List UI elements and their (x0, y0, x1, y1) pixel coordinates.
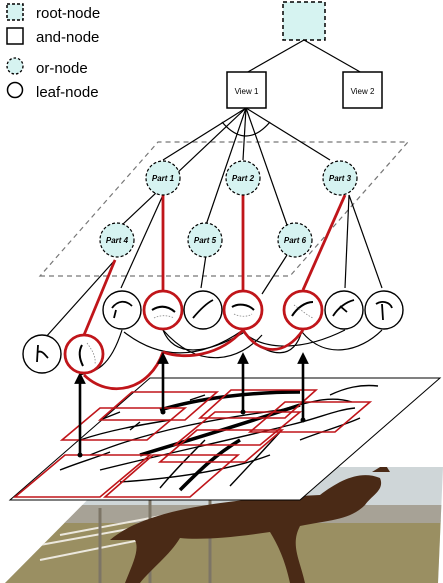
or-node-part-3: Part 3 (322, 160, 358, 196)
part-window (97, 391, 220, 421)
or-node-part-6: Part 6 (277, 222, 313, 258)
leaf-node (364, 290, 404, 330)
leaf-node-selected (282, 289, 324, 331)
grounding-arrows (74, 352, 309, 455)
leaf-node-selected (63, 333, 105, 375)
or-node-part-2: Part 2 (225, 160, 261, 196)
leaf-node (102, 290, 142, 330)
part-window (157, 429, 285, 463)
leaf-node (183, 290, 223, 330)
view-node-2-label: View 2 (351, 87, 375, 96)
legend-leaf-swatch (6, 81, 24, 99)
leaf-nodes (22, 289, 404, 375)
legend-root-swatch (6, 3, 24, 21)
horse-body (110, 475, 382, 583)
legend-and-swatch (6, 27, 24, 45)
legend: root-node and-node or-node leaf-node (6, 3, 100, 101)
or-node-part-1-label: Part 1 (152, 174, 175, 183)
or-node-part-1: Part 1 (145, 160, 181, 196)
legend-or-label: or-node (36, 60, 88, 77)
or-node-part-2-label: Part 2 (232, 174, 255, 183)
or-node-part-4: Part 4 (99, 222, 135, 258)
legend-root-label: root-node (36, 5, 100, 22)
part-window (172, 411, 303, 446)
view-node-1: View 1 (226, 71, 267, 109)
selected-parse-edges (82, 194, 347, 391)
selected-edge-back (159, 390, 301, 412)
legend-and-label: and-node (36, 29, 99, 46)
legend-or-swatch (6, 57, 24, 75)
leaf-node-selected (142, 289, 184, 331)
part-window (197, 389, 319, 419)
or-node-part-4-label: Part 4 (106, 236, 129, 245)
or-node-part-5: Part 5 (187, 222, 223, 258)
root-node (282, 1, 326, 41)
or-node-part-6-label: Part 6 (284, 236, 307, 245)
legend-leaf-label: leaf-node (36, 84, 99, 101)
edge-map-plane (8, 377, 442, 501)
view-node-2: View 2 (342, 71, 383, 109)
part-window (12, 454, 153, 498)
leaf-node (22, 334, 62, 374)
selected-edge-leg (178, 438, 241, 492)
leaf-node-selected (222, 289, 264, 331)
part-plane (38, 141, 410, 277)
view-node-1-label: View 1 (235, 87, 259, 96)
leaf-node (324, 290, 364, 330)
part-window (102, 454, 241, 498)
part-window (59, 407, 188, 441)
or-node-part-5-label: Part 5 (194, 236, 217, 245)
or-node-part-3-label: Part 3 (329, 174, 352, 183)
